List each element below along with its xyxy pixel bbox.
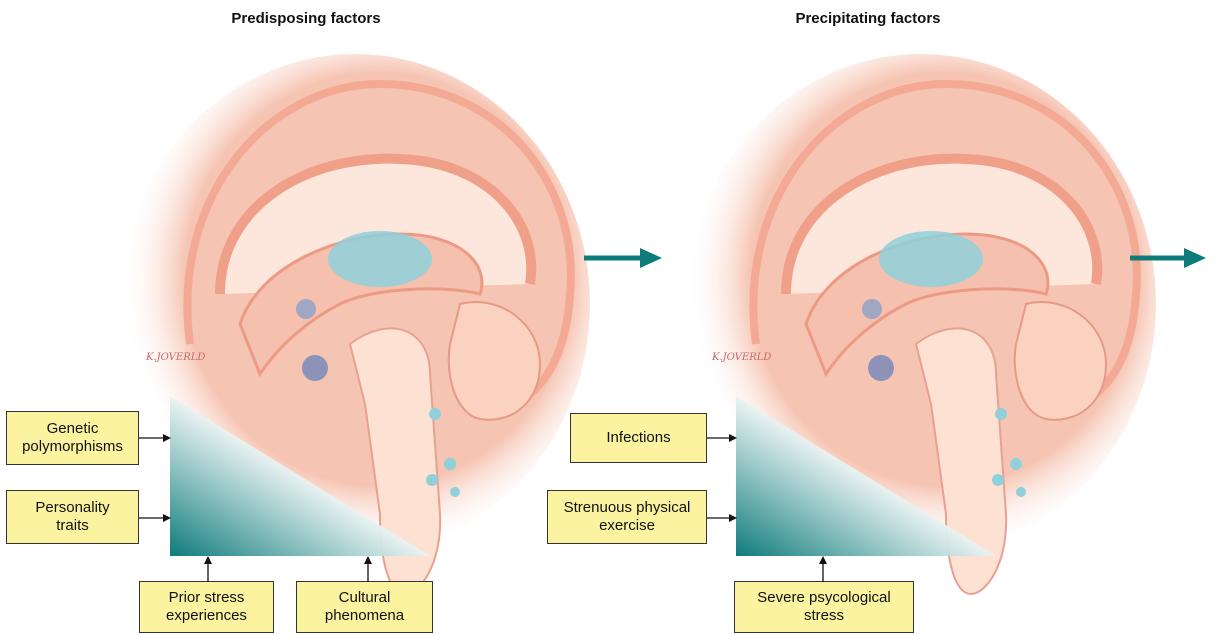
- panel-title-precipitating: Precipitating factors: [718, 10, 1018, 27]
- factor-personality-traits: Personality traits: [6, 490, 139, 544]
- arrow-genetic: [139, 433, 171, 443]
- factor-infections: Infections: [570, 413, 707, 463]
- factor-strenuous-physical-exercise: Strenuous physical exercise: [547, 490, 707, 544]
- artist-signature-left: K.JOVERLD: [146, 352, 205, 363]
- arrow-psych-stress: [818, 556, 828, 582]
- brain-illustration-predisposing: [110, 44, 590, 604]
- arrow-personality: [139, 513, 171, 523]
- arrow-infections: [707, 433, 737, 443]
- flow-arrow-right: [1130, 246, 1210, 270]
- arrow-prior-stress: [203, 556, 213, 582]
- brain-illustration-precipitating: [676, 44, 1156, 604]
- panel-title-predisposing: Predisposing factors: [156, 10, 456, 27]
- arrow-exercise: [707, 513, 737, 523]
- factor-prior-stress-experiences: Prior stress experiences: [139, 581, 274, 633]
- artist-signature-right: K.JOVERLD: [712, 352, 771, 363]
- factor-severe-psycological-stress: Severe psycological stress: [734, 581, 914, 633]
- factor-genetic-polymorphisms: Genetic polymorphisms: [6, 411, 139, 465]
- arrow-cultural: [363, 556, 373, 582]
- flow-arrow-middle: [584, 246, 664, 270]
- factor-cultural-phenomena: Cultural phenomena: [296, 581, 433, 633]
